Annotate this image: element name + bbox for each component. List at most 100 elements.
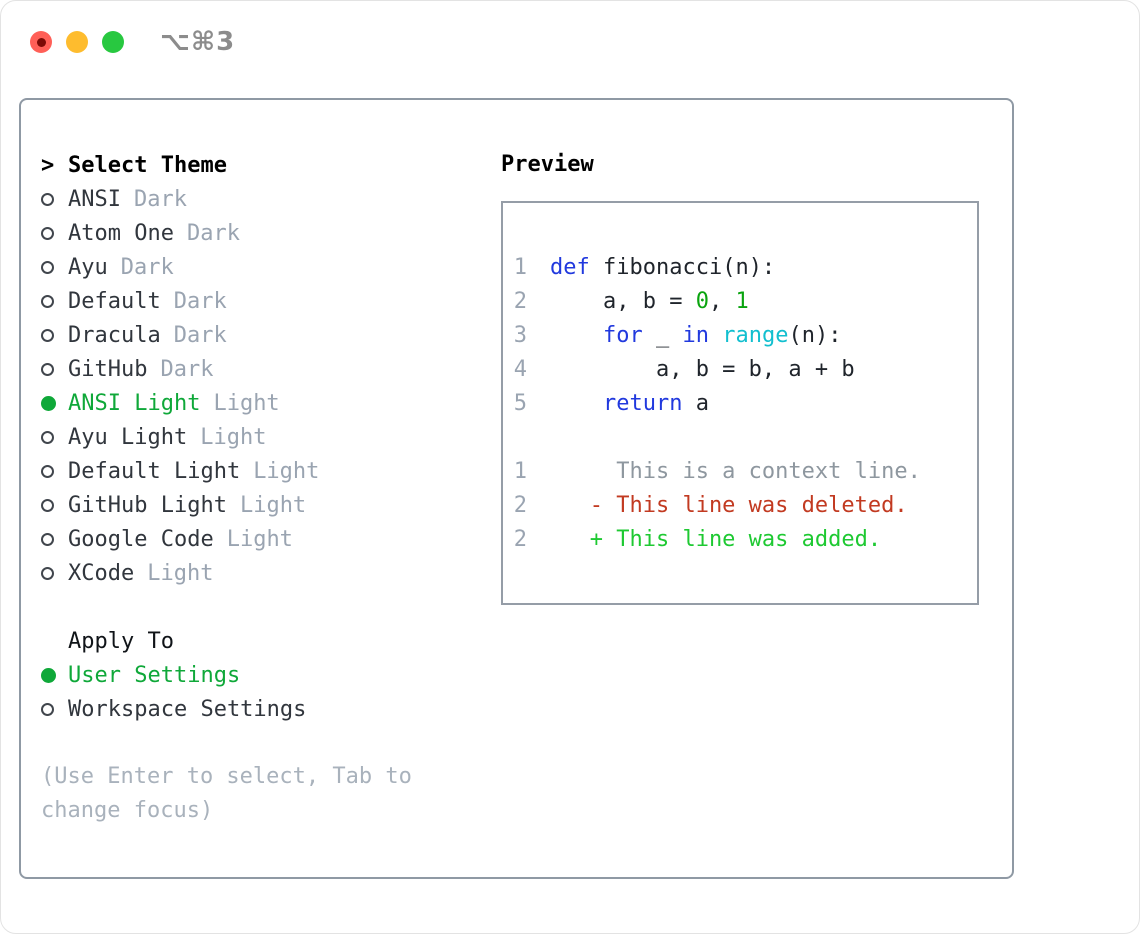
code-token — [550, 391, 603, 416]
code-token: return — [602, 390, 683, 416]
theme-row-atom-one[interactable]: Atom One Dark — [41, 216, 481, 250]
option-label: Atom One — [68, 220, 174, 246]
line-number: 2 — [513, 526, 527, 552]
radio-unselected-icon — [41, 260, 54, 274]
option-variant-tag: Dark — [173, 288, 227, 314]
theme-row-dracula[interactable]: Dracula Dark — [41, 318, 481, 352]
code-line: 1 This is a context line. — [513, 454, 967, 488]
theme-row-ansi-light[interactable]: ANSI Light Light — [41, 386, 481, 420]
radio-marker — [41, 702, 68, 716]
select-theme-header: > Select Theme — [41, 148, 481, 182]
code-line: 1 def fibonacci(n): — [513, 250, 967, 284]
maximize-button[interactable] — [102, 31, 124, 53]
option-variant-tag: Dark — [173, 322, 227, 348]
window-title: ⌥⌘3 — [160, 27, 236, 57]
radio-marker — [41, 395, 68, 411]
apply-to-header: Apply To — [41, 624, 481, 658]
option-label: GitHub — [68, 356, 148, 382]
radio-unselected-icon — [41, 430, 54, 444]
option-variant-tag: Dark — [186, 220, 240, 246]
cursor-arrow-icon: > — [41, 152, 55, 178]
radio-unselected-icon — [41, 226, 54, 240]
code-token: for — [602, 322, 643, 348]
radio-marker — [41, 464, 68, 478]
radio-marker — [41, 532, 68, 546]
option-label: ANSI — [68, 186, 121, 212]
radio-marker — [41, 566, 68, 580]
line-number: 1 — [513, 458, 527, 484]
code-line: 2 a, b = 0, 1 — [513, 284, 967, 318]
radio-marker — [41, 192, 68, 206]
line-number: 4 — [513, 356, 527, 382]
option-label: Dracula — [68, 322, 161, 348]
code-token: fibonacci(n): — [589, 254, 776, 280]
option-label: Default Light — [68, 458, 241, 484]
code-token: a, b = — [550, 288, 696, 314]
apply-row-user-settings[interactable]: User Settings — [41, 658, 481, 692]
theme-row-ayu[interactable]: Ayu Dark — [41, 250, 481, 284]
minimize-button[interactable] — [66, 31, 88, 53]
option-variant-tag: Light — [226, 526, 293, 552]
radio-unselected-icon — [41, 362, 54, 376]
spacer — [41, 590, 481, 624]
code-token: + This line was added. — [550, 526, 882, 552]
radio-unselected-icon — [41, 464, 54, 478]
line-number: 2 — [513, 288, 527, 314]
theme-row-ansi[interactable]: ANSI Dark — [41, 182, 481, 216]
code-token: This is a context line. — [550, 458, 921, 484]
code-token: - This line was deleted. — [550, 492, 908, 518]
option-variant-tag: Dark — [133, 186, 187, 212]
code-token: def — [550, 254, 590, 280]
hint-text: (Use Enter to select, Tab to change focu… — [41, 764, 412, 823]
close-icon — [36, 37, 46, 47]
close-button[interactable] — [30, 31, 52, 53]
code-line: 2 + This line was added. — [513, 522, 967, 556]
line-number: 2 — [513, 492, 527, 518]
radio-marker — [41, 430, 68, 444]
window-titlebar: ⌥⌘3 — [30, 27, 235, 57]
option-label: User Settings — [68, 662, 241, 688]
option-label: ANSI Light — [68, 390, 201, 416]
code-token: , — [708, 288, 736, 314]
radio-unselected-icon — [41, 294, 54, 308]
theme-row-ayu-light[interactable]: Ayu Light Light — [41, 420, 481, 454]
select-theme-heading: Select Theme — [68, 152, 227, 178]
code-token: in — [682, 322, 709, 348]
option-variant-tag: Light — [239, 492, 307, 518]
radio-unselected-icon — [41, 532, 54, 546]
code-token: 1 — [735, 288, 749, 314]
option-variant-tag: Light — [213, 390, 280, 416]
radio-selected-icon — [41, 395, 56, 411]
code-token: a — [682, 390, 709, 416]
radio-marker — [41, 498, 68, 512]
code-line — [513, 420, 967, 454]
apply-row-workspace-settings[interactable]: Workspace Settings — [41, 692, 481, 726]
line-number: 1 — [513, 254, 527, 280]
radio-marker — [41, 362, 68, 376]
option-variant-tag: Dark — [120, 254, 174, 280]
spacer — [41, 726, 481, 760]
option-variant-tag: Light — [200, 424, 267, 450]
option-label: XCode — [68, 560, 135, 586]
option-label: Ayu Light — [68, 424, 188, 450]
code-line: 3 for _ in range(n): — [513, 318, 967, 352]
code-token: a, b = b, a + b — [550, 356, 855, 382]
radio-marker — [41, 328, 68, 342]
radio-unselected-icon — [41, 566, 54, 580]
option-label: Ayu — [68, 254, 108, 280]
radio-marker — [41, 260, 68, 274]
code-line: 2 - This line was deleted. — [513, 488, 967, 522]
